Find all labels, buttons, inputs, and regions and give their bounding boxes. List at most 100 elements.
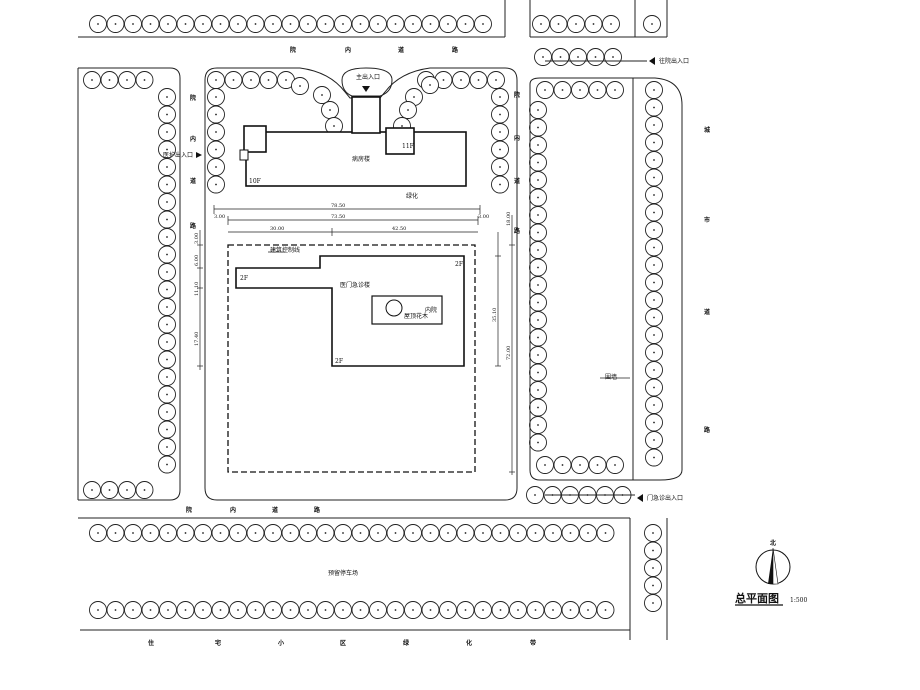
tree-center-dot: [652, 584, 654, 587]
north-label: 北: [770, 539, 776, 547]
tree-center-dot: [377, 609, 379, 611]
tree-center-dot: [651, 23, 653, 25]
tree-center-dot: [499, 532, 502, 534]
tree-center-dot: [561, 464, 564, 466]
tree-center-dot: [202, 23, 204, 25]
tree-center-dot: [653, 421, 655, 424]
tree-center-dot: [482, 609, 484, 611]
ambulance-entrance-label: 医护出入口: [163, 151, 193, 159]
tree-center-dot: [653, 281, 655, 284]
tree-center-dot: [132, 532, 134, 534]
setback-line-label: 建筑控制线: [270, 246, 300, 254]
dim-right-part: 42.50: [392, 226, 406, 232]
ward-building: [245, 131, 467, 187]
tree-center-dot: [537, 371, 539, 374]
setback: [227, 244, 476, 473]
tree-center-dot: [653, 316, 655, 319]
green-belt-char-7: 带: [530, 639, 536, 647]
tree-center-dot: [166, 148, 168, 151]
tree-center-dot: [333, 125, 335, 127]
tree-center-dot: [537, 231, 539, 234]
tree-center-dot: [407, 109, 409, 111]
dim-v-e: 35.10: [492, 308, 498, 322]
tree-center-dot: [215, 113, 217, 116]
road-top-char-1: 院: [290, 46, 296, 54]
tree-center-dot: [537, 441, 539, 444]
tree-center-dot: [215, 96, 217, 98]
tree-center-dot: [499, 96, 501, 98]
tree-center-dot: [495, 79, 497, 81]
tree-center-dot: [166, 341, 168, 343]
tree-center-dot: [653, 89, 655, 91]
tree-center-dot: [534, 609, 537, 611]
tree-center-dot: [166, 428, 168, 431]
tree-center-dot: [653, 106, 655, 109]
tree-center-dot: [653, 439, 655, 441]
tree-center-dot: [254, 609, 257, 611]
plan-title: 总平面图: [735, 591, 779, 605]
tree-center-dot: [324, 23, 327, 25]
tree-center-dot: [537, 354, 539, 356]
tree-center-dot: [166, 306, 168, 308]
dim-v-b: 6.00: [194, 255, 200, 266]
tree-center-dot: [592, 23, 595, 25]
tree-center-dot: [537, 266, 539, 269]
emergency-entrance-label: 门急诊出入口: [647, 494, 683, 502]
tree-center-dot: [215, 79, 217, 81]
tree-center-dot: [215, 131, 217, 133]
tree-center-dot: [254, 23, 257, 25]
tree-center-dot: [537, 179, 539, 181]
green-belt-char-6: 化: [466, 639, 472, 647]
tree-center-dot: [149, 532, 152, 534]
dimension-lines: [197, 205, 630, 475]
tree-center-dot: [653, 456, 655, 459]
parking-label: 预留停车场: [328, 569, 358, 577]
tree-center-dot: [184, 532, 187, 534]
tree-center-dot: [285, 79, 287, 81]
tree-center-dot: [166, 183, 168, 186]
tree-center-dot: [401, 125, 403, 127]
tree-center-dot: [464, 532, 467, 534]
tree-center-dot: [653, 159, 655, 161]
road-top-char-3: 道: [398, 46, 404, 54]
green-belt-char-2: 宅: [215, 639, 221, 647]
tree-center-dot: [652, 549, 654, 552]
green-belt-char-4: 区: [340, 639, 346, 647]
tree-center-dot: [653, 386, 655, 389]
road-lines: [77, 0, 683, 640]
tree-center-dot: [289, 532, 292, 534]
tree-center-dot: [321, 94, 323, 96]
ward-floors-right: 11F: [402, 143, 414, 150]
tree-center-dot: [537, 161, 539, 164]
dim-left-offset: 3.00: [214, 214, 225, 220]
road-left-char-3: 道: [190, 177, 196, 185]
tree-center-dot: [143, 489, 146, 491]
tree-center-dot: [542, 56, 544, 58]
greening-label: 绿化: [406, 192, 418, 200]
tree-center-dot: [412, 609, 414, 611]
tree-center-dot: [166, 323, 168, 326]
tree-center-dot: [464, 609, 467, 611]
tree-center-dot: [577, 56, 579, 58]
tree-center-dot: [184, 609, 187, 611]
tree-center-dot: [91, 79, 93, 81]
tree-center-dot: [517, 609, 519, 611]
tree-center-dot: [429, 532, 432, 534]
tree-center-dot: [499, 113, 501, 116]
tree-center-dot: [166, 131, 168, 133]
tree-center-dot: [237, 532, 239, 534]
tree-center-dot: [114, 532, 117, 534]
dim-v-c: 11.10: [194, 282, 200, 296]
tree-center-dot: [97, 532, 99, 534]
tree-center-dot: [91, 489, 93, 491]
tree-center-dot: [477, 79, 480, 81]
tree-center-dot: [517, 532, 519, 534]
ward-tower-left: [243, 125, 267, 153]
tree-center-dot: [653, 351, 655, 354]
tree-center-dot: [359, 23, 362, 25]
tree-center-dot: [482, 532, 484, 534]
tree-center-dot: [604, 609, 607, 611]
tree-center-dot: [569, 609, 572, 611]
tree-center-dot: [460, 79, 462, 81]
tree-center-dot: [377, 23, 379, 25]
